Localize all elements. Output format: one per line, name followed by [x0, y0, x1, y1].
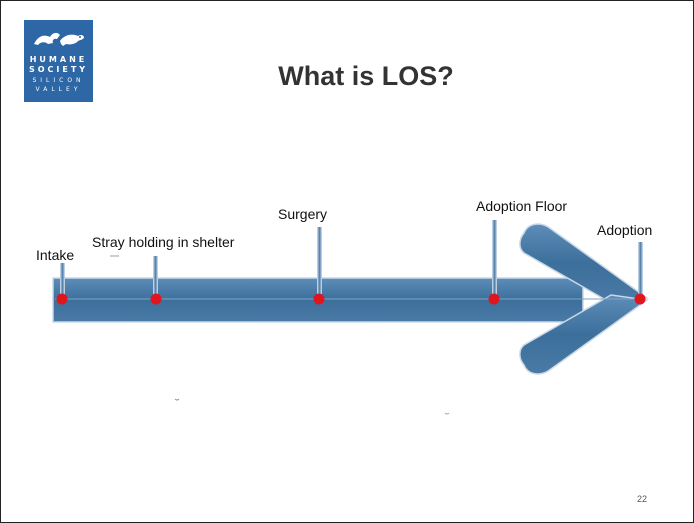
milestone-label-stray-holding: Stray holding in shelter	[92, 234, 235, 250]
milestone-stem	[492, 220, 497, 297]
milestone-marker	[150, 293, 162, 305]
milestone-label-intake: Intake	[36, 247, 75, 263]
animals-icon	[30, 26, 87, 50]
milestone-label-adoption: Adoption	[597, 222, 653, 238]
stray-mark	[110, 255, 119, 257]
milestone-stem	[317, 227, 322, 297]
milestone-marker	[634, 293, 646, 305]
milestone-stem	[60, 263, 65, 297]
milestone-label-surgery: Surgery	[278, 206, 328, 222]
logo-text-line: VALLEY	[35, 86, 82, 93]
logo-text-line: SOCIETY	[28, 65, 89, 74]
slide-title: What is LOS?	[278, 61, 454, 91]
milestone-stem	[153, 256, 158, 297]
milestone-stem	[638, 242, 643, 297]
logo-text-line: SILICON	[32, 77, 85, 84]
milestone-marker	[313, 293, 325, 305]
stray-mark	[444, 412, 450, 415]
page-number: 22	[637, 494, 648, 504]
milestone-marker	[56, 293, 68, 305]
logo-text-line: HUMANE	[29, 55, 88, 64]
milestone-marker	[488, 293, 500, 305]
humane-society-logo: HUMANE SOCIETY SILICON VALLEY	[24, 20, 93, 102]
milestone-label-adoption-floor: Adoption Floor	[476, 198, 568, 214]
stray-mark	[174, 398, 180, 401]
